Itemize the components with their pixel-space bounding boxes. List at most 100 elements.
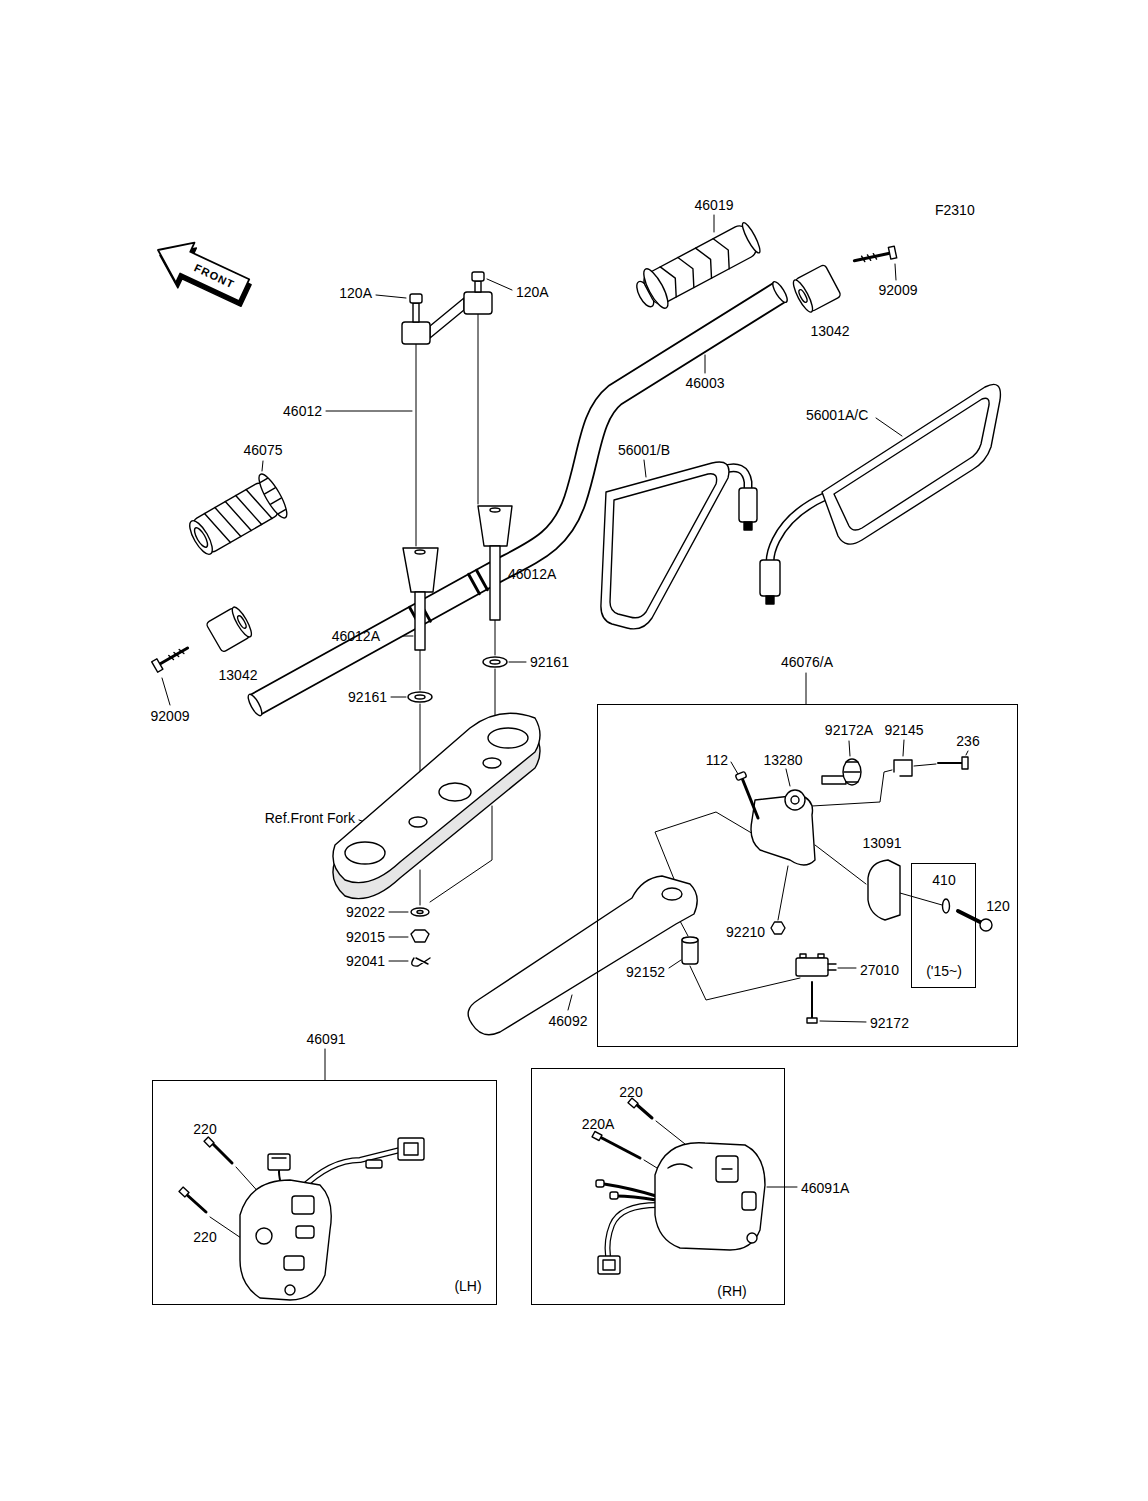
left-mirror: [610, 474, 717, 618]
assembly-number: 46091: [307, 1031, 346, 1047]
leader-line: [767, 1187, 797, 1188]
lever-holder: [751, 795, 815, 865]
left-grip: [236, 492, 262, 529]
leader-line: [487, 279, 512, 290]
leader-line: [162, 678, 170, 705]
lever-holder: [785, 790, 805, 810]
callout-number: 46012: [283, 403, 322, 419]
lever-holder: [735, 771, 747, 780]
callout-number: 46012A: [508, 566, 556, 582]
leader-line: [420, 870, 421, 905]
leader-line: [655, 812, 760, 884]
leader-line: [778, 866, 788, 920]
lever-holder: [735, 771, 815, 865]
left-grip: [278, 510, 285, 514]
right-switch-housing: [592, 1131, 602, 1140]
leader-line: [731, 762, 738, 774]
half-clamp: [868, 860, 900, 920]
adjuster: [846, 761, 858, 762]
nut: [771, 922, 785, 934]
right-switch-housing: [603, 1260, 615, 1270]
parts-illustration: [147, 215, 1000, 1300]
handlebar-clamp: [413, 303, 419, 322]
callout-number: 120A: [516, 284, 549, 300]
left-grip: [182, 471, 291, 563]
callout-number: 46012A: [332, 628, 380, 644]
left-switch-housing: [404, 1143, 418, 1155]
callout-number: 27010: [860, 962, 899, 978]
left-switch-housing: [366, 1160, 382, 1168]
adjuster: [822, 757, 968, 785]
assembly-number: 46091A: [801, 1180, 849, 1196]
leader-line: [914, 764, 936, 766]
callout-number: 13091: [863, 835, 902, 851]
lever-holder: [742, 778, 758, 818]
triple-clamp: [488, 728, 528, 748]
leader-line: [820, 1021, 866, 1022]
left-switch-housing: [268, 1154, 290, 1170]
handlebar: [246, 280, 790, 718]
adjuster: [894, 760, 912, 776]
screw: [174, 651, 179, 657]
collar: [682, 938, 698, 964]
callout-number: 56001/B: [618, 442, 670, 458]
washer: [408, 692, 432, 702]
assembly-box: 46091(LH): [152, 1080, 497, 1305]
right-switch-housing: [608, 1205, 659, 1256]
left-switch-housing: [179, 1137, 424, 1300]
left-switch-housing: [284, 1256, 304, 1270]
leader-line: [786, 769, 790, 786]
clutch-switch: [828, 969, 836, 970]
throttle-grip: [660, 235, 736, 297]
callout-number: 46092: [549, 1013, 588, 1029]
leader-line: [509, 662, 526, 663]
screw: [867, 254, 870, 260]
callout-number: 92022: [346, 904, 385, 920]
right-switch-housing: [598, 1256, 620, 1274]
callout-number: 13280: [764, 752, 803, 768]
callout-number: 120: [986, 898, 1009, 914]
right-switch-housing: [655, 1143, 765, 1250]
leader-line: [391, 697, 406, 698]
leader-line: [389, 937, 408, 938]
screw: [853, 246, 897, 266]
callout-number: 236: [956, 733, 979, 749]
leader-line: [326, 411, 412, 412]
riser: [490, 546, 500, 620]
callout-number: 92210: [726, 924, 765, 940]
leader-line: [849, 741, 850, 756]
callout-number: 92009: [879, 282, 918, 298]
callout-number: 220A: [582, 1116, 615, 1132]
screw: [888, 246, 896, 259]
left-mirror: [739, 488, 757, 522]
handlebar-clamp: [410, 294, 422, 303]
handlebar: [246, 693, 265, 718]
right-switch-housing: [722, 1168, 732, 1169]
bar-end-weight: [229, 605, 255, 639]
leader-line: [690, 966, 800, 1000]
era-note-box: 410('15~): [911, 863, 976, 988]
washer: [415, 695, 425, 699]
callout-number: 46019: [695, 197, 734, 213]
washer: [490, 660, 500, 664]
handlebar-clamp: [402, 272, 492, 344]
throttle-grip: [740, 221, 763, 255]
leader-line: [714, 215, 715, 232]
left-switch-housing: [285, 1285, 295, 1295]
clutch-switch: [796, 958, 828, 976]
left-mirror: [744, 522, 752, 530]
callout-number: 92041: [346, 953, 385, 969]
handlebar-clamp: [430, 298, 464, 338]
assembly-number: 410: [932, 872, 955, 888]
triple-clamp: [439, 783, 471, 801]
callout-number: F2310: [935, 202, 975, 218]
collar: [682, 937, 698, 943]
callout-number: 56001A/C: [806, 407, 868, 423]
callout-number: 92009: [151, 708, 190, 724]
leader-line: [376, 295, 406, 298]
riser: [415, 550, 425, 554]
screw: [873, 253, 876, 259]
washer: [483, 657, 507, 667]
bar-end-weight: [797, 289, 808, 304]
